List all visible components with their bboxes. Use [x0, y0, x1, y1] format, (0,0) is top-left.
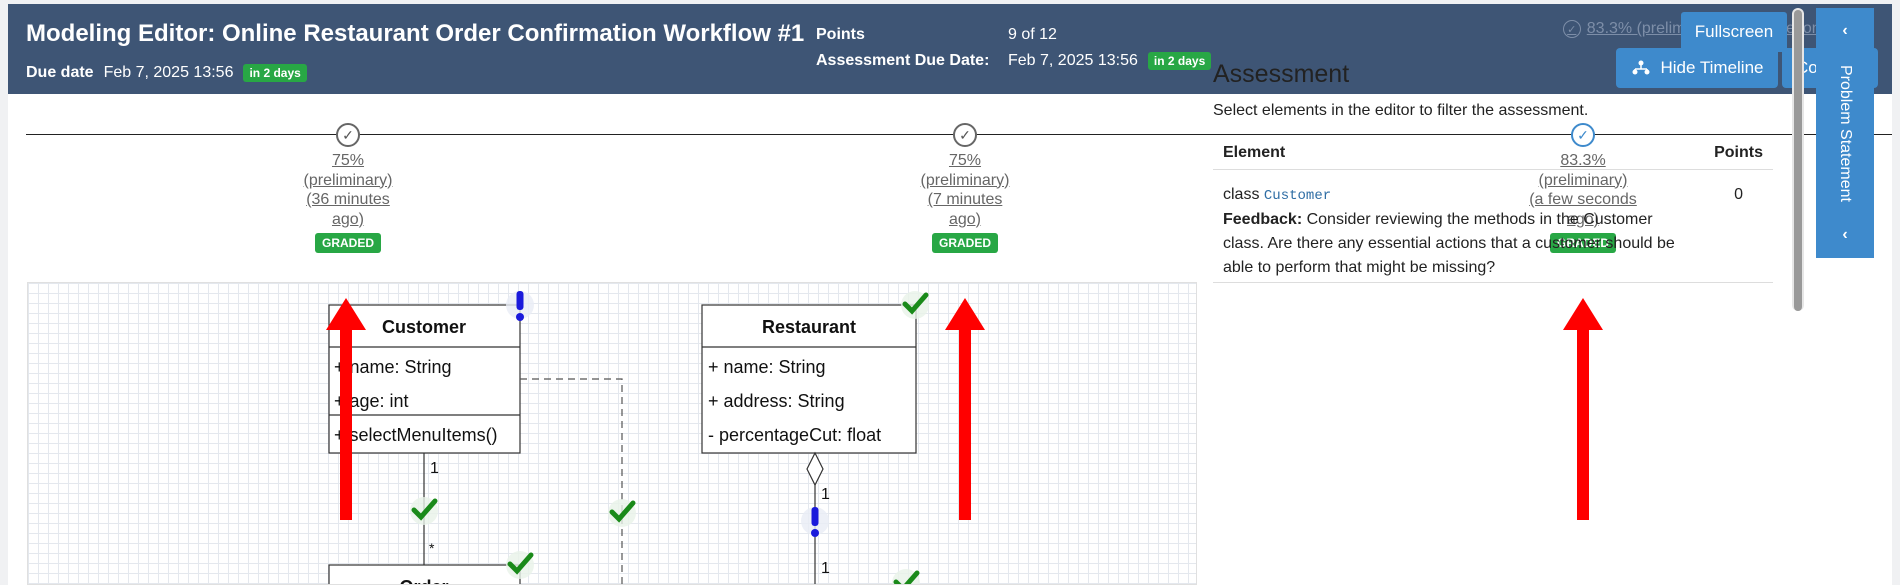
due-date-badge: in 2 days: [243, 64, 307, 82]
timeline-node[interactable]: ✓ 75% (preliminary) (36 minutes ago) GRA…: [248, 123, 448, 253]
assessment-points: 0: [1734, 186, 1743, 203]
due-date-value: Feb 7, 2025 13:56: [103, 64, 234, 81]
assessment-due-label: Assessment Due Date:: [816, 52, 990, 69]
timeline-node[interactable]: ✓ 75% (preliminary) (7 minutes ago) GRAD…: [865, 123, 1065, 253]
timeline-status: (preliminary): [303, 171, 393, 189]
check-circle-icon: ✓: [953, 123, 977, 147]
graded-badge: GRADED: [314, 233, 381, 253]
dependency-dashed-line: [520, 378, 623, 584]
timeline-node-result[interactable]: 75% (preliminary) (36 minutes ago): [248, 151, 448, 229]
assessment-title: Assessment: [1213, 60, 1350, 88]
timeline-time: (7 minutes: [927, 191, 1003, 208]
element-type: class: [1223, 186, 1260, 203]
column-header-points: Points: [1714, 144, 1763, 161]
timeline-score: 75%: [331, 152, 365, 169]
page-title: Modeling Editor: Online Restaurant Order…: [26, 20, 805, 47]
feedback-text: Consider reviewing the methods in the Cu…: [1223, 211, 1675, 276]
checkmark-icon[interactable]: [901, 291, 929, 319]
due-date-row: Due date Feb 7, 2025 13:56 in 2 days: [26, 64, 307, 82]
warning-exclamation-icon[interactable]: [801, 507, 829, 537]
timeline-node-result[interactable]: 83.3% (preliminary) (a few seconds ago): [1483, 151, 1683, 229]
hide-timeline-button[interactable]: Hide Timeline: [1616, 48, 1778, 88]
class-customer-name: Customer: [382, 317, 466, 337]
class-attribute: + name: String: [708, 357, 826, 377]
timeline-node-current[interactable]: ✓ 83.3% (preliminary) (a few seconds ago…: [1483, 123, 1683, 253]
class-restaurant[interactable]: Restaurant + name: String + address: Str…: [701, 304, 917, 454]
timeline-time: (36 minutes: [306, 191, 390, 208]
submission-timeline: ✓ 75% (preliminary) (36 minutes ago) GRA…: [8, 94, 1892, 274]
chevron-left-icon: ‹: [1842, 225, 1848, 243]
multiplicity-label: 1: [821, 486, 830, 503]
check-circle-icon: ✓: [336, 123, 360, 147]
assessment-table-header: Element Points: [1213, 140, 1773, 170]
warning-exclamation-icon[interactable]: [506, 291, 534, 321]
modeling-editor-canvas[interactable]: Customer + name: String + age: int + sel…: [27, 282, 1197, 585]
multiplicity-label: 1: [430, 460, 439, 477]
feedback-label: Feedback:: [1223, 211, 1303, 228]
column-header-element: Element: [1223, 144, 1286, 161]
timeline-time-suffix: ago): [331, 210, 365, 228]
timeline-score: 75%: [948, 152, 982, 169]
assessment-element-cell: class Customer Feedback: Consider review…: [1223, 183, 1693, 280]
timeline-dashed-line: [1588, 134, 1892, 135]
check-circle-icon: ✓: [1562, 20, 1581, 38]
assessment-due-badge: in 2 days: [1147, 52, 1212, 70]
class-attribute: + name: String: [334, 357, 452, 377]
timeline-time: (a few seconds: [1529, 191, 1637, 208]
timeline-icon: [1632, 60, 1649, 75]
points-label: Points: [816, 26, 865, 43]
class-method: + selectMenuItems(): [334, 425, 498, 445]
graded-badge: GRADED: [1549, 233, 1616, 253]
exercise-header: Modeling Editor: Online Restaurant Order…: [8, 4, 1892, 94]
class-order[interactable]: Order: [328, 564, 521, 585]
timeline-score: 83.3%: [1560, 152, 1606, 169]
timeline-time-suffix: ago): [1566, 210, 1600, 228]
graded-badge: GRADED: [931, 233, 998, 253]
assessment-due-value: Feb 7, 2025 13:56: [1008, 52, 1138, 69]
class-attribute: + age: int: [334, 391, 409, 411]
class-order-name: Order: [399, 577, 448, 585]
table-row[interactable]: class Customer Feedback: Consider review…: [1213, 183, 1773, 283]
problem-statement-tab[interactable]: ‹ Problem Statement ‹: [1816, 8, 1874, 258]
due-date-label: Due date: [26, 64, 94, 81]
fullscreen-button[interactable]: Fullscreen: [1681, 12, 1787, 52]
multiplicity-label: 1: [821, 560, 830, 577]
element-class-name[interactable]: Customer: [1263, 188, 1332, 204]
hide-timeline-label: Hide Timeline: [1660, 58, 1764, 77]
timeline-node-result[interactable]: 75% (preliminary) (7 minutes ago): [865, 151, 1065, 229]
aggregation-diamond: [806, 451, 824, 487]
checkmark-icon[interactable]: [892, 569, 920, 585]
multiplicity-label: *: [429, 540, 435, 556]
chevron-left-icon: ‹: [1842, 22, 1848, 39]
problem-statement-label: Problem Statement: [1837, 64, 1854, 202]
class-attribute: - percentageCut: float: [708, 425, 881, 445]
points-value: 9 of 12: [1008, 26, 1057, 43]
assessment-due-row: Feb 7, 2025 13:56 in 2 days: [1008, 52, 1212, 70]
scrollbar-thumb[interactable]: [1794, 10, 1802, 311]
checkmark-icon[interactable]: [410, 497, 438, 525]
class-restaurant-name: Restaurant: [762, 317, 856, 337]
checkmark-icon[interactable]: [608, 499, 636, 527]
checkmark-icon[interactable]: [506, 551, 534, 579]
timeline-status: (preliminary): [920, 171, 1010, 189]
timeline-time-suffix: ago): [948, 210, 982, 228]
check-circle-icon: ✓: [1571, 123, 1595, 147]
assessment-subtitle: Select elements in the editor to filter …: [1213, 102, 1589, 119]
timeline-status: (preliminary): [1538, 171, 1628, 189]
class-attribute: + address: String: [708, 391, 845, 411]
class-customer[interactable]: Customer + name: String + age: int + sel…: [328, 304, 521, 454]
